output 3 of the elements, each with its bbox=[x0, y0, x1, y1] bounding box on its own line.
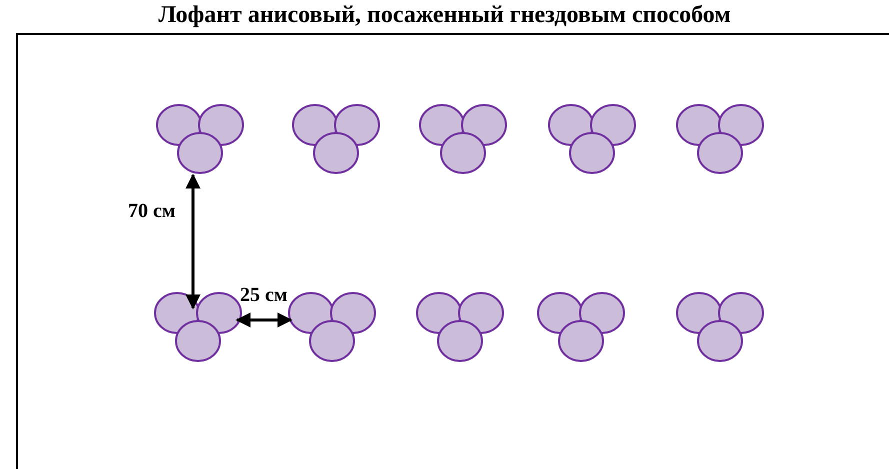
dimension-label: 70 см bbox=[128, 200, 176, 223]
dimension-label: 25 см bbox=[240, 284, 288, 307]
title: Лофант анисовый, посаженный гнездовым способом bbox=[157, 2, 732, 29]
